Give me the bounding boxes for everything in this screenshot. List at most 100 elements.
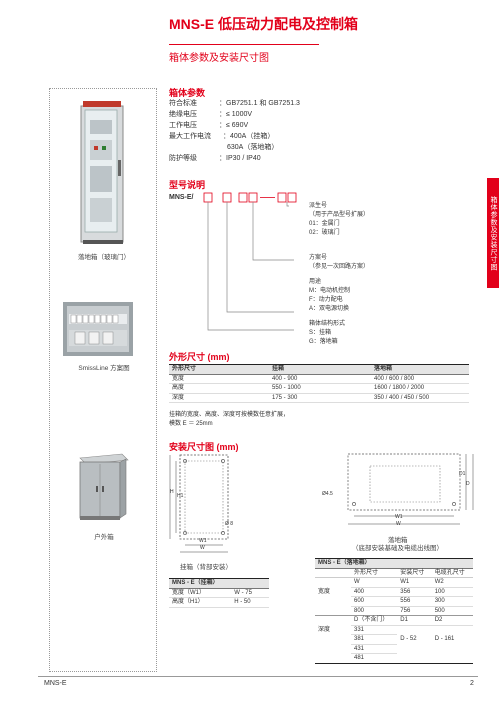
table-title: MNS - E（落地箱） (315, 558, 473, 569)
note-line: 方案号 (309, 255, 328, 261)
param-row: 绝缘电压：≤ 1000V (169, 109, 300, 120)
column-header: 外形尺寸 (351, 568, 398, 578)
table-cell: W (351, 577, 398, 588)
table-cell (315, 644, 351, 654)
label-w: W (200, 545, 205, 551)
product-image-panel (49, 88, 157, 672)
table-cell: 宽度 (169, 374, 269, 384)
floor-drawing-caption-2: （底部安装基础及电缆出线图） (352, 545, 443, 552)
footer-left: MNS-E (44, 680, 67, 687)
param-value: ：≤ 690V (219, 122, 249, 129)
label-w1: W1 (199, 538, 207, 544)
install-heading: 安装尺寸图 (mm) (169, 442, 239, 452)
note-line: （参见一次回路方案） (309, 264, 370, 270)
model-code-diagram (203, 192, 297, 331)
label-w1-floor: W1 (395, 514, 403, 520)
table-cell (315, 635, 351, 645)
model-note-usage: 用途 M：电动机控制 F：动力配电 A：双电源切换 (309, 278, 350, 314)
label-phi45: Ø4.5 (322, 491, 333, 497)
table-cell (397, 644, 431, 654)
param-row: 符合标准：GB7251.1 和 GB7251.3 (169, 98, 300, 109)
model-note-scheme: 方案号 （参见一次回路方案） (309, 254, 369, 272)
column-header: 落地箱 (371, 364, 469, 375)
table-row: 431 (315, 644, 473, 654)
table-row: 宽度 400 - 900 400 / 600 / 800 (169, 374, 469, 384)
param-value: ：400A（挂箱） (223, 133, 275, 140)
param-value: 630A（落地箱） (227, 144, 279, 151)
table-cell: 深度 (318, 626, 331, 633)
title-rule (169, 44, 319, 45)
table-cell (431, 653, 473, 664)
note-line: 派生号 (309, 203, 328, 209)
table-cell (315, 653, 351, 664)
table-cell: 350 / 400 / 450 / 500 (371, 393, 469, 403)
table-cell: 431 (351, 644, 398, 654)
param-value: ：≤ 1000V (219, 111, 253, 118)
note-line: F：动力配电 (309, 297, 343, 303)
floor-drawing-caption-1: 落地箱 (388, 537, 408, 544)
note-line: 01：金属门 (309, 221, 340, 227)
note-line: S：挂箱 (309, 330, 332, 336)
param-value: ：IP30 / IP40 (219, 155, 261, 162)
table-title: MNS - E（挂箱） (169, 578, 269, 589)
table-row: 481 (315, 653, 473, 664)
dims-note-2: 模数 E ＝ 25mm (169, 421, 213, 427)
table-cell: 556 (397, 596, 432, 607)
table-cell: 550 - 1000 (269, 383, 371, 394)
table-cell: 400 - 900 (269, 374, 371, 384)
hang-box-drawing (169, 454, 229, 553)
note-line: 02：玻璃门 (309, 230, 340, 236)
note-line: 箱体结构形式 (309, 321, 346, 327)
table-cell: W1 (397, 577, 432, 588)
label-w-floor: W (396, 521, 401, 527)
hang-box-table: MNS - E（挂箱） 宽度（W1） W - 75 高度（H1） H - 50 (169, 578, 269, 608)
outdoor-cabinet-caption: 户外箱 (94, 534, 114, 541)
table-cell: 100 (431, 587, 473, 597)
table-row: 宽度（W1） W - 75 (169, 588, 269, 598)
table-cell: 500 (431, 606, 473, 616)
label-d: D (466, 481, 470, 487)
table-cell: 1600 / 1800 / 2000 (371, 383, 469, 394)
floor-cabinet-image (80, 100, 126, 246)
table-cell: 宽度 (318, 588, 331, 595)
table-cell (432, 625, 473, 635)
section-side-tab: 箱体参数及安装尺寸图 (487, 178, 499, 288)
table-cell: D - 161 (434, 636, 455, 642)
table-row: 高度（H1） H - 50 (169, 597, 269, 608)
table-cell: 356 (397, 587, 432, 597)
table-cell: 400 (351, 587, 398, 597)
floor-base-drawing (347, 453, 474, 525)
table-cell (315, 606, 351, 616)
note-line: G：落地箱 (309, 339, 338, 345)
table-cell: 300 (431, 596, 473, 607)
column-header: 挂箱 (269, 364, 371, 375)
table-cell (315, 578, 351, 588)
param-row: 防护等级 ：IP30 / IP40 (169, 153, 300, 164)
label-d1: D1 (459, 471, 466, 477)
model-prefix: MNS-E/ (169, 194, 194, 201)
table-cell: 高度 (169, 383, 269, 394)
hang-drawing-caption: 挂箱（背部安装） (180, 564, 232, 571)
footer-rule (38, 676, 478, 677)
table-cell (315, 616, 351, 626)
dims-table: 外形尺寸 挂箱 落地箱 宽度 400 - 900 400 / 600 / 800… (169, 364, 469, 403)
param-label: 防护等级 (169, 155, 197, 162)
column-header: 安装尺寸 (397, 568, 432, 578)
param-row: 最大工作电流：400A（挂箱） (169, 131, 300, 142)
params-heading: 箱体参数 (169, 88, 206, 98)
model-note-derived: 派生号 （用于产品型号扩展） 01：金属门 02：玻璃门 (309, 202, 369, 238)
note-line: （用于产品型号扩展） (309, 212, 370, 218)
param-label: 符合标准 (169, 100, 197, 107)
table-cell: 深度 (169, 393, 269, 403)
model-note-structure: 箱体结构形式 S：挂箱 G：落地箱 (309, 320, 345, 347)
note-line: A：双电源切换 (309, 306, 350, 312)
page-title: MNS-E 低压动力配电及控制箱 (169, 16, 358, 32)
table-cell: D - 52 (400, 636, 417, 642)
